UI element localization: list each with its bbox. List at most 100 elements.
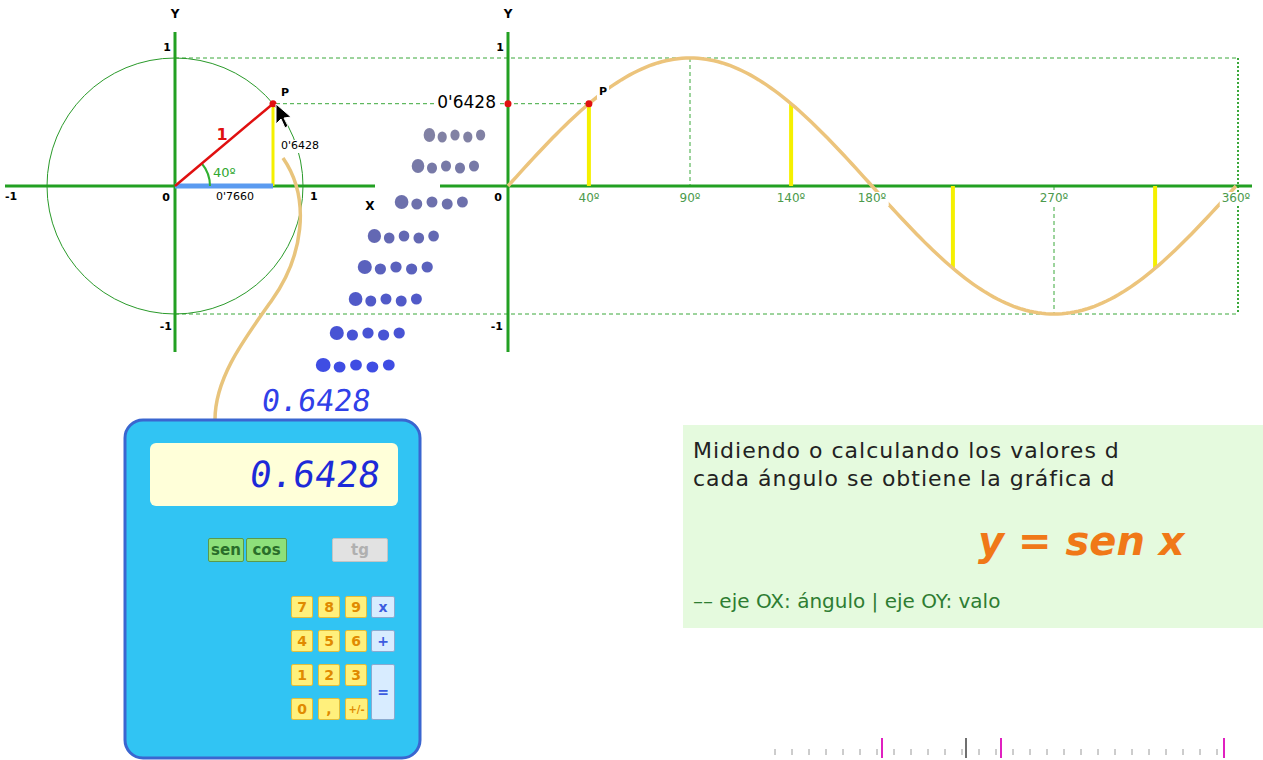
key-label: tg: [351, 541, 369, 559]
tick-label: -1: [5, 191, 17, 204]
angle-tick: 40º: [577, 192, 602, 206]
key-label: x: [378, 599, 387, 615]
morphing-digits: [378, 330, 389, 341]
function-key: cos: [246, 538, 287, 562]
axis: [440, 185, 1252, 188]
morphing-digits: [366, 362, 378, 373]
tick-label: -1: [491, 321, 503, 334]
sine-curve: [508, 58, 1236, 314]
cable: [215, 158, 300, 422]
digit-key: 3: [345, 664, 367, 686]
calculator-body: [125, 420, 420, 758]
sine-bar: [587, 104, 591, 186]
tick-label: 0: [162, 192, 170, 205]
morphing-digits: [442, 199, 453, 210]
morphing-digits: [457, 197, 468, 208]
morphing-digits: [330, 326, 344, 340]
digit-key: 7: [291, 596, 313, 618]
morphing-digits: [438, 132, 447, 143]
operator-key: =: [371, 664, 395, 720]
morphing-digits: [406, 264, 417, 275]
point-label: P: [281, 87, 289, 100]
ruler-ticks: [1200, 749, 1201, 755]
ruler-ticks: [979, 749, 980, 755]
digit-key: 0: [291, 698, 313, 720]
tick-label: 1: [163, 42, 171, 55]
mouse-cursor: [276, 104, 291, 128]
key-label: 5: [324, 633, 334, 649]
ruler-ticks: [1223, 738, 1225, 758]
lcd-digits: 0.6428: [260, 386, 373, 416]
ruler-ticks: [860, 749, 861, 755]
ruler-ticks: [881, 738, 883, 758]
angle-label: 40º: [213, 166, 236, 181]
ruler-ticks: [894, 749, 895, 755]
key-label: ,: [326, 701, 331, 717]
ruler-ticks: [965, 738, 967, 758]
point-dot: [505, 100, 512, 107]
angle-tick: 270º: [1038, 192, 1071, 206]
ruler-ticks: [1149, 749, 1150, 755]
morphing-digits: [375, 264, 386, 275]
morphing-digits: [428, 231, 439, 242]
key-label: 3: [351, 667, 361, 683]
angle-tick: 90º: [678, 192, 703, 206]
note-box: Midiendo o calculando los valores d cada…: [683, 425, 1263, 628]
ruler-ticks: [809, 749, 810, 755]
ruler-ticks: [962, 749, 963, 755]
morphing-digits: [334, 362, 346, 373]
key-label: 2: [324, 667, 334, 683]
morphing-digits: [411, 294, 422, 305]
formula-title: y = sen x: [978, 517, 1263, 565]
ruler-ticks: [843, 749, 844, 755]
axis-label: Y: [171, 8, 180, 22]
guide-line: [276, 103, 589, 104]
operator-key: +: [371, 630, 395, 652]
ruler-ticks: [928, 749, 929, 755]
morphing-digits: [469, 161, 479, 172]
morphing-digits: [316, 358, 331, 372]
morphing-digits: [368, 229, 381, 243]
axis-label: X: [365, 200, 374, 214]
ruler-ticks: [826, 749, 827, 755]
morphing-digits: [365, 296, 376, 307]
morphing-digits: [316, 128, 485, 373]
morphing-digits: [427, 197, 438, 208]
operator-key: x: [371, 596, 395, 618]
ruler-ticks: [792, 749, 793, 755]
ruler-ticks: [1183, 749, 1184, 755]
point-dot: [585, 100, 592, 107]
morphing-digits: [362, 328, 373, 339]
key-label: 4: [297, 633, 307, 649]
cable: [215, 158, 300, 422]
morphing-digits: [441, 161, 451, 172]
key-label: 6: [351, 633, 361, 649]
morphing-digits: [411, 199, 422, 210]
morphing-digits: [463, 132, 472, 143]
digit-key: 4: [291, 630, 313, 652]
ruler-ticks: [1064, 749, 1065, 755]
digit-key: 1: [291, 664, 313, 686]
sine-bar: [273, 104, 1155, 269]
morphing-digits: [390, 262, 401, 273]
ruler-ticks: [945, 749, 946, 755]
digit-key: 6: [345, 630, 367, 652]
ruler-ticks: [1166, 749, 1167, 755]
ruler-ticks: [775, 738, 1224, 758]
calculator-display: 0.6428: [150, 443, 398, 506]
function-key: sen: [208, 538, 244, 562]
ruler-ticks: [775, 749, 776, 755]
morphing-digits: [347, 330, 358, 341]
tick-label: 0: [494, 192, 502, 205]
angle-arc: [202, 164, 210, 187]
ruler-ticks: [911, 749, 912, 755]
morphing-digits: [450, 130, 459, 141]
note-text: Midiendo o calculando los valores d cada…: [693, 437, 1153, 493]
digit-key: 2: [318, 664, 340, 686]
angle-tick: 360º: [1220, 192, 1253, 206]
sine-bar: [789, 104, 793, 186]
morphing-digits: [396, 296, 407, 307]
morphing-digits: [422, 262, 433, 273]
morphing-digits: [424, 128, 436, 142]
